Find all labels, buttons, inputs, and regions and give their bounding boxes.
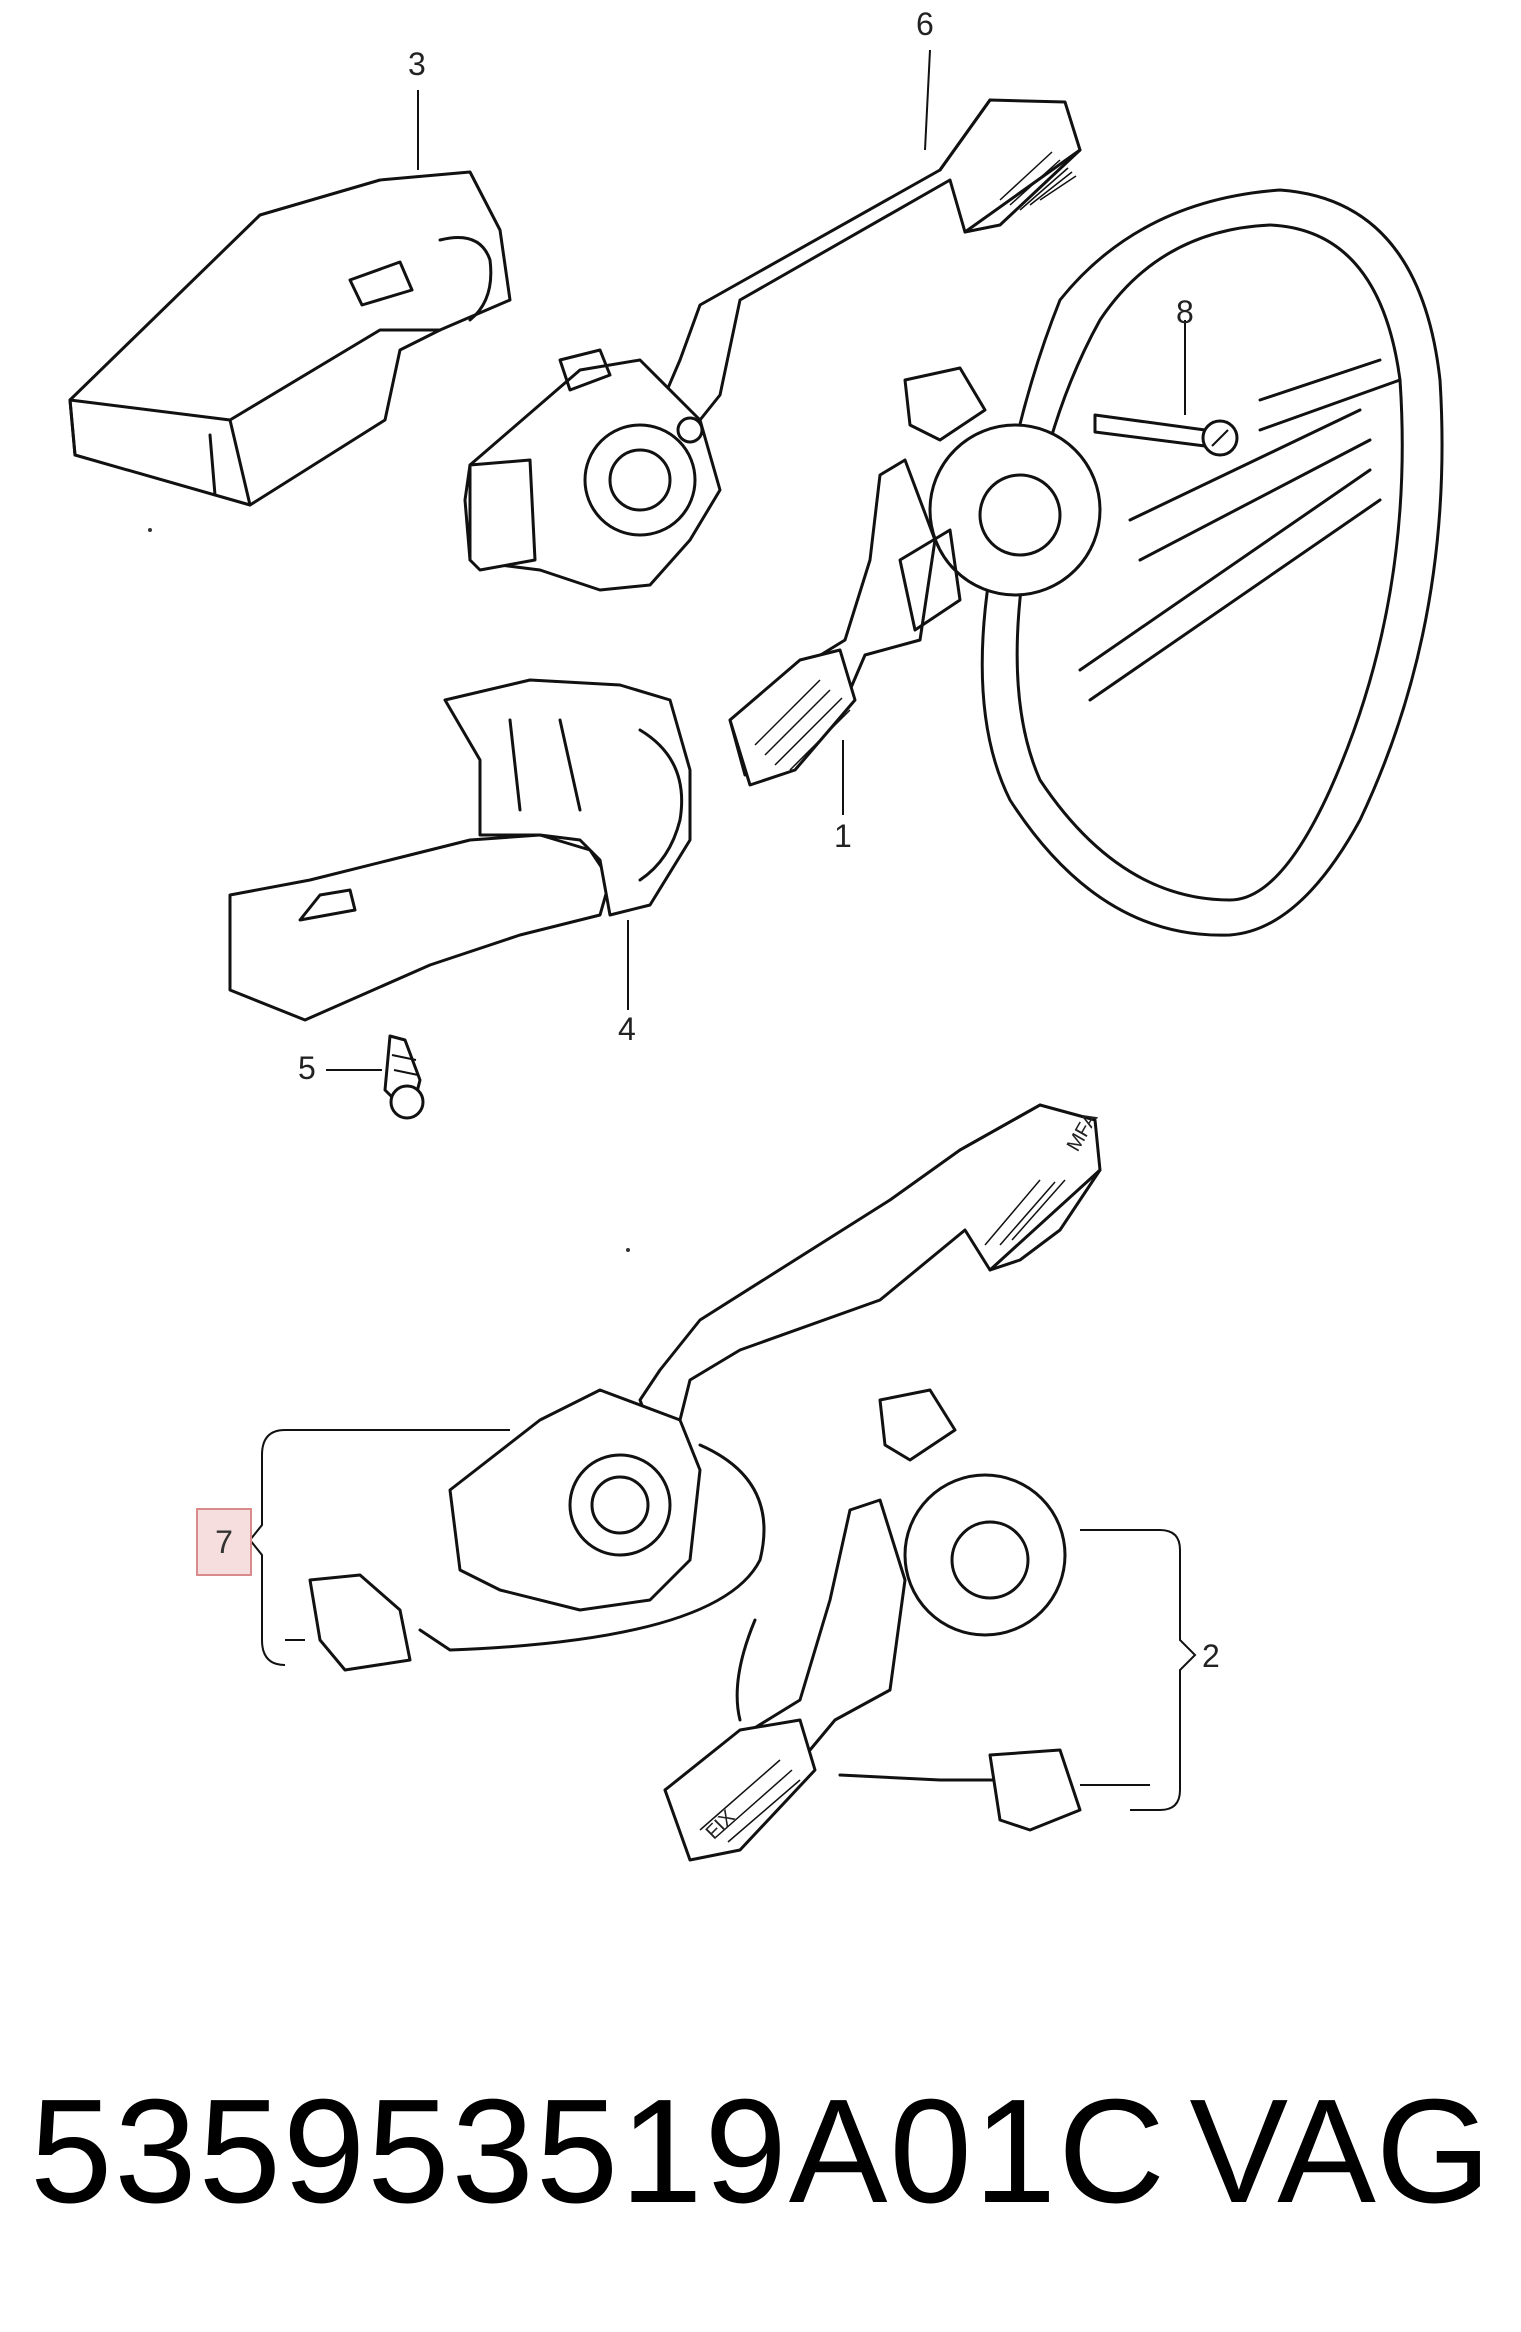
callout-5: 5 [298,1050,316,1086]
callout-2: 2 [1202,1638,1220,1674]
leader-6 [924,49,931,151]
part-5-screw [383,1034,425,1120]
callout-7-label: 7 [215,1523,233,1560]
speck [626,1248,630,1252]
callout-1: 1 [834,818,852,854]
brand-label: VAG [1189,2069,1491,2234]
callout-6: 6 [916,6,934,42]
bracket-7 [248,1429,286,1666]
callout-7-highlighted: 7 [196,1508,252,1576]
part-4-lower-shroud [228,678,692,1022]
part-3-upper-shroud [68,170,512,507]
bracket-2 [1130,1529,1197,1811]
part-number: 535953519A01C [30,2069,1168,2234]
part-1-indicator-switch [728,366,1102,787]
callout-8: 8 [1176,294,1194,330]
part-2-switch-assembly [308,1103,1102,1862]
callout-3: 3 [408,46,426,82]
speck [148,528,152,532]
part-8-bolt [1093,413,1239,457]
callout-4: 4 [618,1011,636,1047]
part-6-wiper-switch [463,98,1082,592]
